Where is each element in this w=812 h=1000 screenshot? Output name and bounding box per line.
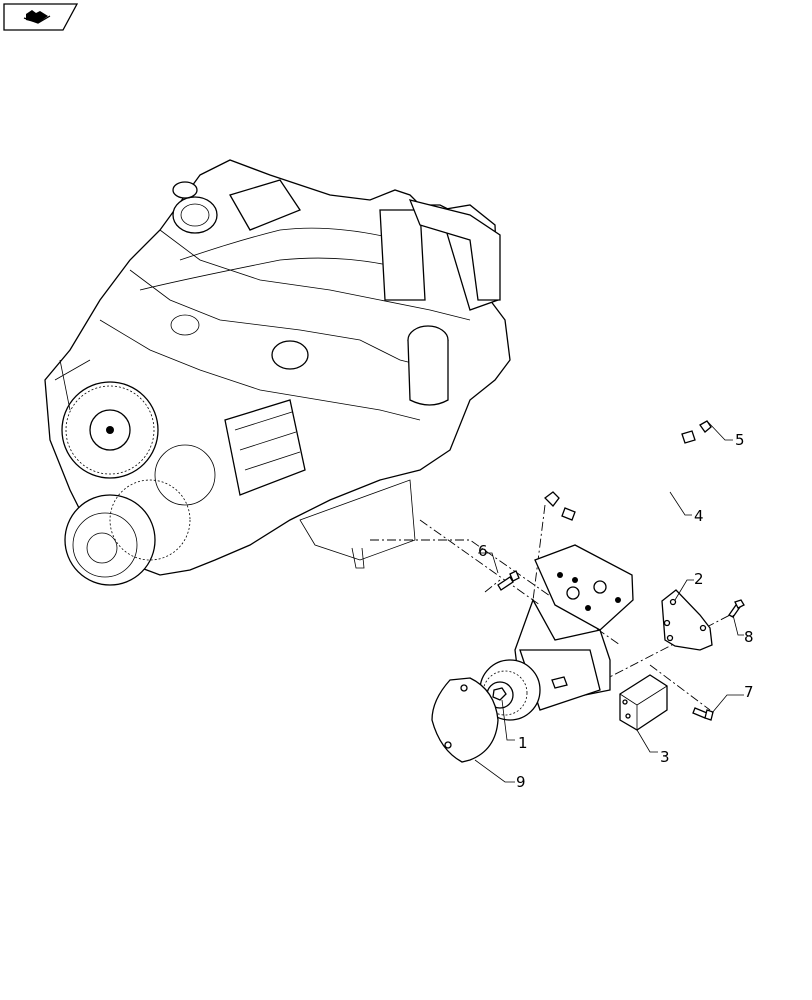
spacer-block — [619, 674, 668, 731]
callout-5[interactable]: 5 — [735, 431, 745, 449]
callout-3[interactable]: 3 — [660, 748, 670, 766]
mounting-bracket — [661, 589, 713, 651]
callout-4[interactable]: 4 — [694, 507, 704, 525]
callout-6[interactable]: 6 — [478, 542, 488, 560]
callout-2[interactable]: 2 — [694, 570, 704, 588]
book-navigation-icon[interactable] — [3, 3, 79, 31]
callout-1[interactable]: 1 — [518, 734, 528, 752]
callout-7[interactable]: 7 — [744, 683, 754, 701]
bolts — [497, 570, 745, 721]
engine-assembly — [44, 159, 511, 586]
air-compressor — [479, 544, 634, 721]
gasket — [431, 677, 499, 763]
callout-8[interactable]: 8 — [744, 628, 754, 646]
callout-leaders — [474, 421, 744, 783]
air-line-tube — [544, 420, 712, 533]
callout-9[interactable]: 9 — [516, 773, 526, 791]
